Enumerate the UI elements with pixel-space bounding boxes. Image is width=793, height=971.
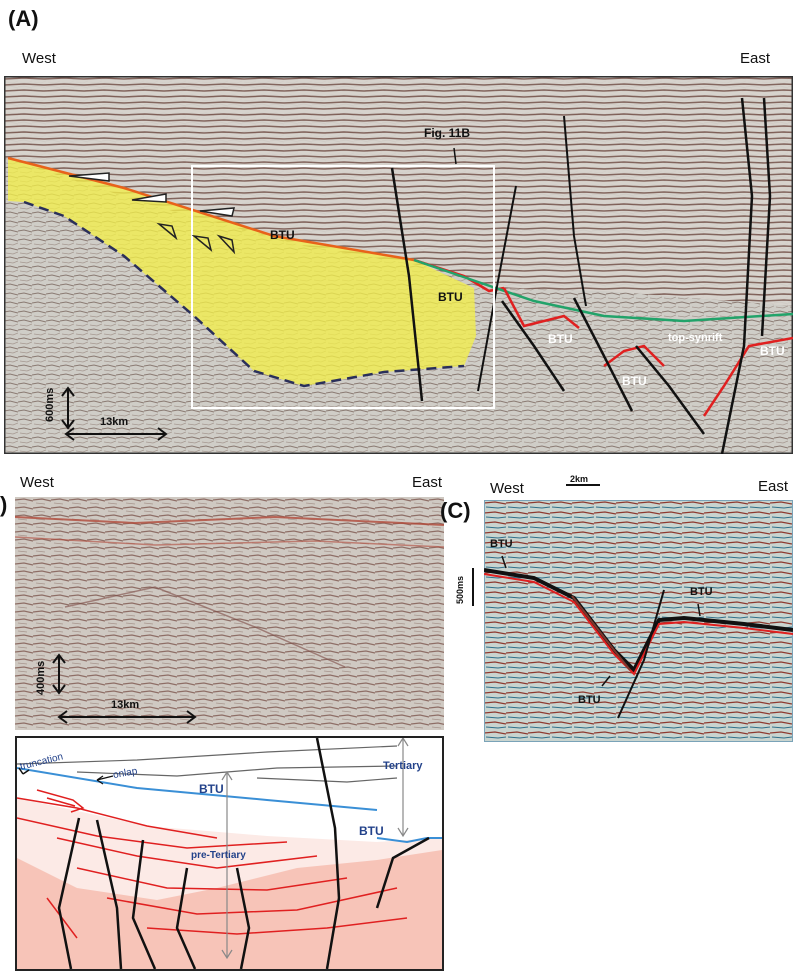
panel-c-distance-scale-bar [566, 484, 600, 486]
panel-b-interpretation-sketch: truncation onlap BTU BTU Tertiary pre-Te… [15, 736, 444, 971]
sketch-tertiary-label: Tertiary [383, 760, 423, 772]
panel-a-west-label: West [22, 50, 56, 67]
panel-c-scale-dist: 2km [570, 474, 589, 484]
panel-a-btu-label-east3: BTU [760, 344, 785, 358]
panel-a-east-label: East [740, 50, 771, 67]
panel-b-scale-dist: 13km [111, 699, 140, 711]
panel-a-btu-label-center: BTU [438, 290, 463, 304]
panel-c-east-label: East [758, 478, 789, 495]
sketch-pre-tertiary-label: pre-Tertiary [191, 850, 246, 861]
panel-a-scale-dist: 13km [100, 416, 129, 428]
panel-c-scale-time: 500ms [455, 575, 465, 604]
panel-a-btu-label-east1: BTU [548, 332, 573, 346]
panel-c-west-label: West [490, 480, 524, 497]
panel-c-btu-label-west: BTU [490, 538, 513, 550]
panel-b-west-label: West [20, 474, 54, 491]
panel-c-label: (C) [440, 498, 471, 523]
panel-c-btu-label-bottom: BTU [578, 694, 601, 706]
panel-a-scale-time: 600ms [44, 387, 56, 422]
panel-a-seismic-section: Fig. 11B BTU BTU BTU BTU BTU top-synrift… [4, 76, 793, 454]
panel-c-btu-label-east: BTU [690, 586, 713, 598]
sketch-btu-label-right: BTU [359, 824, 384, 838]
panel-c-time-scale-bar [472, 568, 474, 606]
panel-b-label: ) [0, 492, 8, 517]
panel-c-seismic-section: BTU BTU BTU [484, 500, 793, 742]
panel-a-btu-label-east2: BTU [622, 374, 647, 388]
panel-a-btu-label-west: BTU [270, 228, 295, 242]
panel-a-top-synrift-label: top-synrift [668, 332, 723, 344]
panel-b-scale-time: 400ms [35, 660, 47, 695]
panel-a-label: (A) [8, 6, 39, 31]
panel-a-fig-callout: Fig. 11B [424, 126, 471, 140]
panel-b-east-label: East [412, 474, 443, 491]
panel-b-seismic-section: 400ms 13km [15, 497, 444, 730]
sketch-btu-label-left: BTU [199, 782, 224, 796]
